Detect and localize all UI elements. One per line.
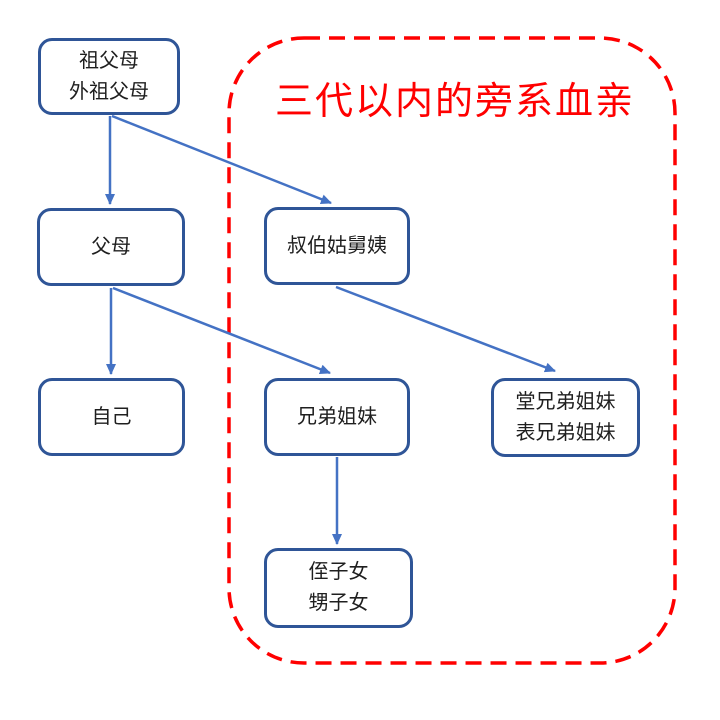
- node-label: 兄弟姐妹: [297, 405, 377, 428]
- node-label: 父母: [91, 235, 131, 258]
- node-label: 侄子女: [308, 561, 369, 583]
- node-label: 甥子女: [308, 592, 369, 614]
- node-parents: 父母: [37, 208, 185, 286]
- edge-uncles-aunts-cousins: [335, 285, 556, 373]
- node-siblings: 兄弟姐妹: [264, 378, 410, 456]
- diagram-title: 三代以内的旁系血亲: [274, 81, 635, 123]
- node-label: 叔伯姑舅姨: [287, 234, 387, 257]
- node-cousins: 堂兄弟姐妹 表兄弟姐妹: [491, 378, 640, 457]
- edge-parents-siblings: [112, 286, 331, 375]
- node-label: 表兄弟姐妹: [515, 421, 616, 444]
- node-self: 自己: [38, 378, 185, 456]
- node-grandparents: 祖父母 外祖父母: [38, 38, 180, 115]
- node-label: 祖父母: [79, 49, 139, 72]
- node-nephews-nieces: 侄子女 甥子女: [264, 548, 413, 628]
- node-uncles-aunts: 叔伯姑舅姨: [264, 207, 410, 285]
- node-label: 自己: [91, 405, 132, 428]
- edge-grandparents-uncles-aunts: [111, 114, 332, 205]
- node-label: 堂兄弟姐妹: [515, 390, 616, 413]
- node-label: 外祖父母: [69, 80, 149, 103]
